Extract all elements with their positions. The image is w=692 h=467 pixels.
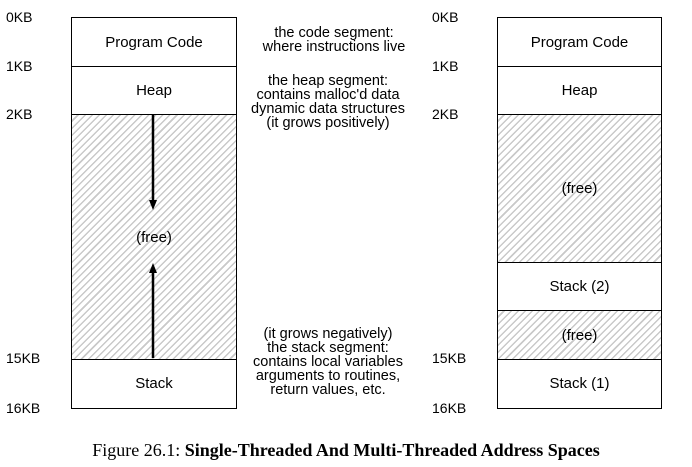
- right-program-code-label: Program Code: [530, 33, 629, 51]
- left-addr-15kb: 15KB: [6, 350, 41, 366]
- right-addr-0kb: 0KB: [432, 9, 459, 25]
- left-addr-1kb: 1KB: [6, 58, 33, 74]
- left-addr-16kb: 16KB: [6, 400, 41, 416]
- right-stack-1-segment: Stack (1): [497, 358, 662, 409]
- right-addr-2kb: 2KB: [432, 106, 459, 122]
- left-addr-0kb: 0KB: [6, 9, 33, 25]
- left-stack-segment: Stack: [71, 358, 237, 409]
- right-heap-label: Heap: [561, 82, 598, 99]
- caption-prefix: Figure 26.1:: [92, 440, 185, 460]
- right-addr-1kb: 1KB: [432, 58, 459, 74]
- figure-caption: Figure 26.1: Single-Threaded And Multi-T…: [0, 440, 692, 461]
- left-stack-label: Stack: [135, 375, 173, 392]
- right-free-lower-label: (free): [561, 326, 598, 344]
- left-heap-label: Heap: [136, 82, 172, 99]
- right-addr-16kb: 16KB: [432, 400, 467, 416]
- stack-segment-note: (it grows negatively) the stack segment:…: [253, 326, 403, 398]
- heap-segment-note: the heap segment: contains malloc'd data…: [251, 73, 405, 131]
- right-free-region-lower: (free): [497, 310, 662, 360]
- right-free-region-upper: (free): [497, 114, 662, 263]
- left-program-code-segment: Program Code: [71, 17, 237, 67]
- left-program-code-label: Program Code: [105, 33, 203, 51]
- right-free-upper-label: (free): [561, 180, 598, 197]
- right-program-code-segment: Program Code: [497, 17, 662, 67]
- right-stack-1-label: Stack (1): [549, 375, 610, 392]
- left-addr-2kb: 2KB: [6, 106, 33, 122]
- caption-title: Single-Threaded And Multi-Threaded Addre…: [184, 440, 600, 460]
- left-free-label: (free): [136, 228, 172, 246]
- right-heap-segment: Heap: [497, 65, 662, 116]
- right-stack-2-segment: Stack (2): [497, 261, 662, 312]
- left-free-region: (free): [71, 114, 237, 360]
- left-heap-segment: Heap: [71, 65, 237, 116]
- right-addr-15kb: 15KB: [432, 350, 467, 366]
- right-stack-2-label: Stack (2): [549, 278, 610, 295]
- code-segment-note: the code segment: where instructions liv…: [262, 25, 406, 55]
